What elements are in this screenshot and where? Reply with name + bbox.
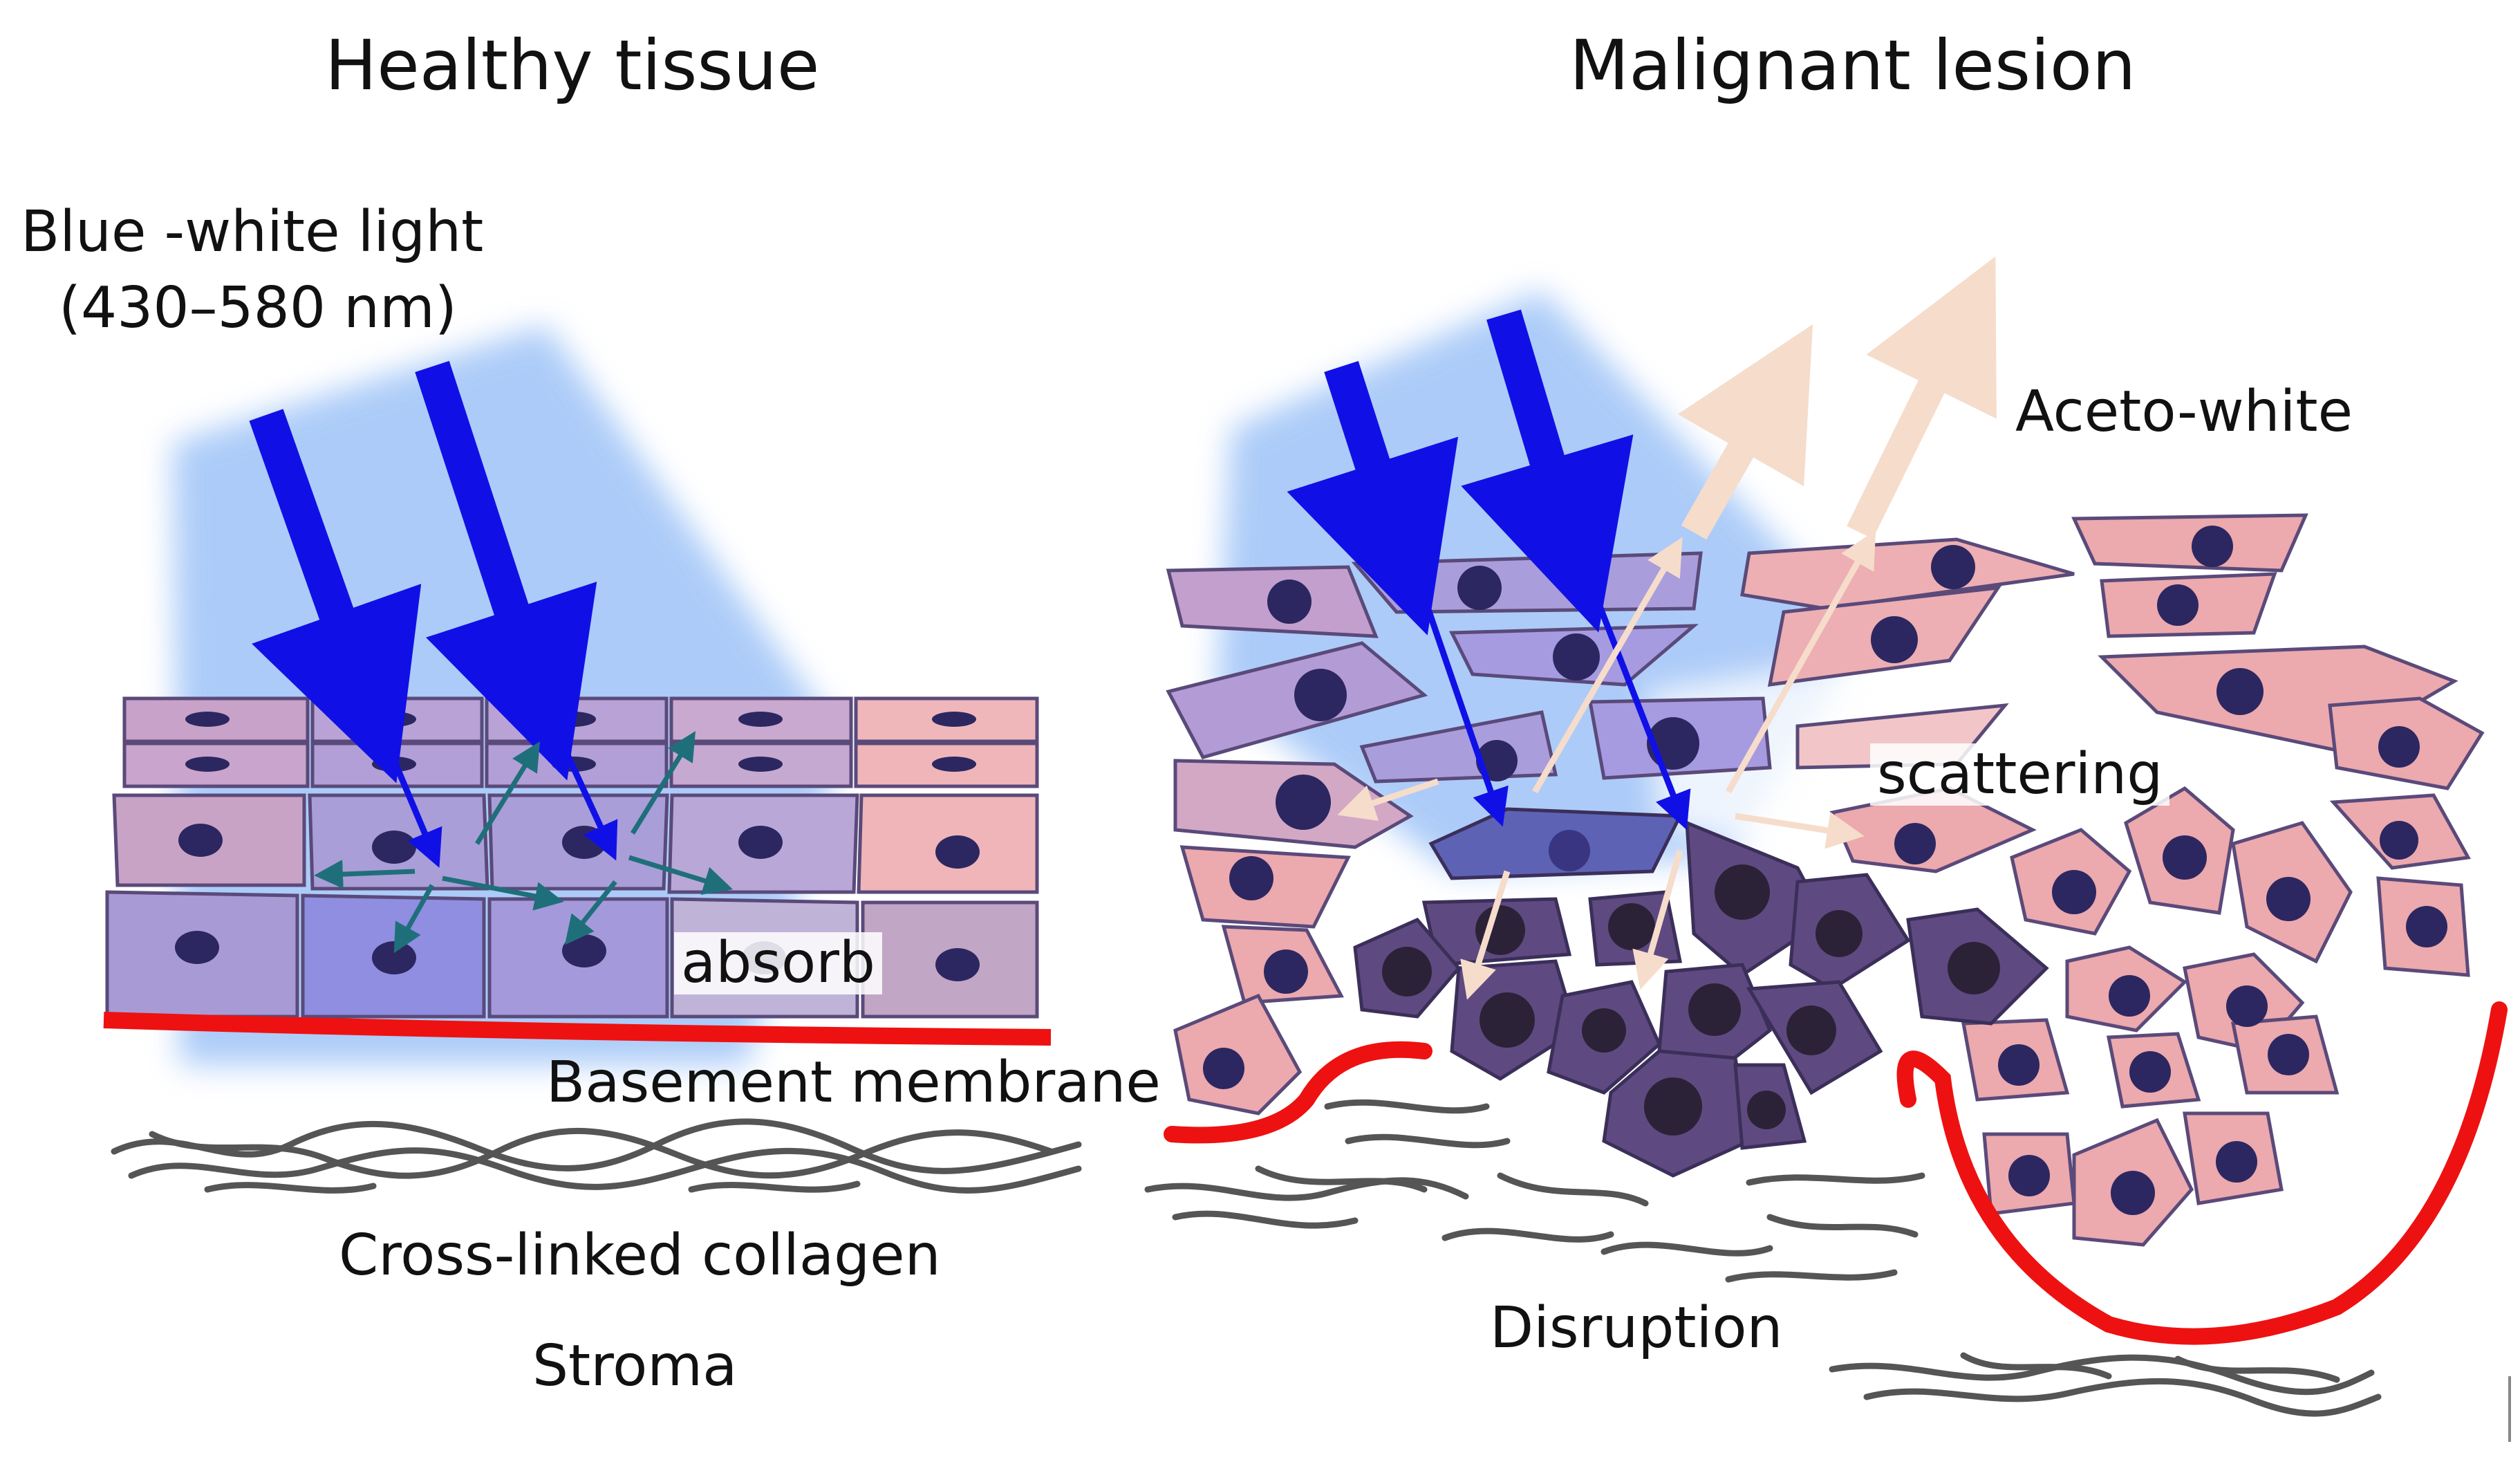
healthy-tissue-panel: [103, 325, 1082, 1194]
scattering-label: scattering: [1870, 743, 2170, 806]
healthy-light-arrow-2-thin: [546, 714, 618, 861]
light-label: Blue -white light: [21, 199, 484, 265]
absorb-label: absorb: [674, 932, 882, 994]
stroma-label: Stroma: [532, 1333, 738, 1399]
collagen-label: Cross-linked collagen: [339, 1223, 941, 1288]
malignant-basement-membrane: [1164, 1001, 2508, 1345]
disruption-label: Disruption: [1490, 1295, 1783, 1361]
healthy-light-arrow-2: [415, 360, 597, 781]
healthy-incident-light: [249, 360, 618, 868]
aceto-white-arrows: [1677, 256, 1997, 540]
malignant-light-arrow-2-thin: [1580, 562, 1691, 831]
basement-membrane-label: Basement membrane: [546, 1050, 1161, 1115]
aceto-white-label: Aceto-white: [2015, 379, 2353, 445]
healthy-row-1: [122, 696, 1039, 743]
healthy-collagen: [111, 1118, 1082, 1194]
malignant-panel: [1144, 256, 2508, 1417]
healthy-tissue-title: Healthy tissue: [325, 25, 820, 106]
absorb-arrows: [314, 731, 734, 954]
light-wavelength-label: (430–580 nm): [59, 275, 457, 341]
healthy-basement-membrane: [103, 1012, 1052, 1046]
malignant-incident-light: [1287, 309, 1691, 831]
malignant-light-arrow-1-thin: [1410, 566, 1509, 827]
reflected-arrow-1: [1677, 324, 1813, 540]
healthy-light-arrow-1: [249, 409, 422, 784]
scattering-arrows: [1337, 530, 1876, 1000]
reflected-arrow-2: [1847, 256, 1997, 539]
healthy-row-4: [105, 890, 1039, 1019]
healthy-row-3: [112, 793, 1039, 894]
malignant-light-arrow-1: [1287, 361, 1459, 636]
healthy-light-arrow-1-thin: [373, 718, 442, 868]
healthy-epithelium: [105, 696, 1039, 1019]
malignant-collagen: [1144, 1099, 2382, 1417]
malignant-normal-nuclei: [1203, 526, 2447, 1215]
malignant-tumor-nuclei: [1382, 830, 2000, 1136]
malignant-light-arrow-2: [1461, 309, 1634, 633]
malignant-lesion-title: Malignant lesion: [1569, 25, 2136, 106]
